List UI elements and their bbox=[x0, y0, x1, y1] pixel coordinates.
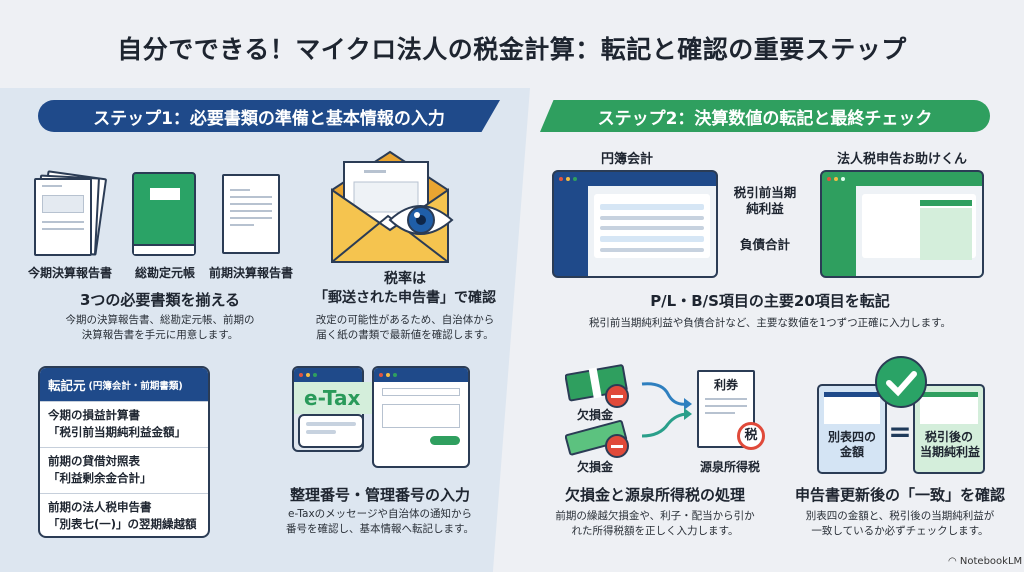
item-line: 前期の貸借対照表 bbox=[48, 454, 140, 468]
withholding-document-icon: 利券 bbox=[697, 370, 755, 448]
item-line: 「利益剰余金合計」 bbox=[48, 471, 152, 485]
desc-line: 今期の決算報告書、総勘定元帳、前期の bbox=[65, 314, 255, 326]
money-bill-icon bbox=[565, 420, 629, 458]
desc-line: 決算報告書を手元に用意します。 bbox=[81, 329, 239, 341]
field-line: 純利益 bbox=[746, 201, 784, 216]
doc-title: 利券 bbox=[713, 378, 738, 392]
heading-line: 「郵送された申告書」で確認 bbox=[314, 290, 496, 306]
doc-label: 前期決算報告書 bbox=[208, 266, 293, 280]
transfer-desc: 税引前当期純利益や負債合計など、主要な数値を1つずつ正確に入力します。 bbox=[588, 317, 952, 329]
footer-text: NotebookLM bbox=[959, 556, 1023, 567]
card-line: 当期純利益 bbox=[920, 445, 981, 459]
docs-heading: 3つの必要書類を揃える bbox=[80, 291, 240, 309]
arrow-icon bbox=[641, 382, 692, 438]
etax-label: e-Tax bbox=[294, 382, 374, 414]
tax-stamp-icon: 税 bbox=[737, 422, 765, 450]
card-line: 別表四の bbox=[827, 430, 876, 444]
desc-line: 別表四の金額と、税引後の当期純利益が bbox=[805, 510, 995, 522]
loss-label: 欠損金 bbox=[576, 460, 613, 474]
desc-line: 届く紙の書類で最新値を確認します。 bbox=[316, 329, 494, 341]
field-label: 負債合計 bbox=[739, 237, 790, 252]
number-heading: 整理番号・管理番号の入力 bbox=[289, 486, 470, 504]
app1-window bbox=[552, 170, 718, 278]
heading-line: 税率は bbox=[384, 271, 426, 287]
desc-line: e-Taxのメッセージや自治体の通知から bbox=[288, 508, 472, 520]
loss-heading: 欠損金と源泉所得税の処理 bbox=[564, 486, 745, 504]
source-box-subtitle: (円簿会計・前期書類) bbox=[88, 380, 183, 392]
envelope-eye-icon bbox=[331, 150, 454, 263]
desc-line: 一致しているか必ずチェックします。 bbox=[811, 525, 989, 537]
transfer-source-box: 転記元(円簿会計・前期書類) 今期の損益計算書「税引前当期純利益金額」 前期の貸… bbox=[38, 366, 210, 538]
desc-line: 改定の可能性があるため、自治体から bbox=[315, 314, 495, 326]
loss-label: 欠損金 bbox=[576, 408, 613, 422]
rate-desc: 改定の可能性があるため、自治体から届く紙の書類で最新値を確認します。 bbox=[290, 313, 520, 343]
docs-desc: 今期の決算報告書、総勘定元帳、前期の決算報告書を手元に用意します。 bbox=[40, 313, 280, 343]
doc-label: 今期決算報告書 bbox=[27, 266, 112, 280]
source-box-header: 転記元(円簿会計・前期書類) bbox=[40, 368, 208, 401]
step1-banner: ステップ1：必要書類の準備と基本情報の入力 bbox=[38, 100, 500, 132]
app1-label: 円簿会計 bbox=[600, 152, 653, 167]
field-line: 税引前当期 bbox=[733, 185, 797, 200]
card-line: 金額 bbox=[839, 445, 864, 459]
rate-heading: 税率は「郵送された申告書」で確認 bbox=[300, 270, 510, 308]
source-box-title: 転記元 bbox=[48, 378, 86, 393]
ledger-book-icon bbox=[132, 172, 196, 256]
page-title: 自分でできる！マイクロ法人の税金計算：転記と確認の重要ステップ bbox=[117, 35, 907, 64]
source-item: 前期の法人税申告書「別表七(一)」の翌期繰越額 bbox=[40, 493, 208, 536]
match-heading: 申告書更新後の「一致」を確認 bbox=[794, 486, 1005, 504]
app2-window bbox=[820, 170, 984, 278]
desc-line: れた所得税額を正しく入力します。 bbox=[571, 525, 739, 537]
withholding-label: 源泉所得税 bbox=[699, 460, 760, 474]
money-stack-icon bbox=[565, 364, 629, 408]
number-desc: e-Taxのメッセージや自治体の通知から番号を確認し、基本情報へ転記します。 bbox=[270, 507, 490, 537]
stacked-documents-icon bbox=[34, 170, 108, 256]
card-label: 別表四の金額 bbox=[824, 430, 880, 460]
card-label: 税引後の当期純利益 bbox=[920, 430, 981, 460]
desc-line: 番号を確認し、基本情報へ転記します。 bbox=[286, 523, 474, 535]
field-label: 税引前当期純利益 bbox=[725, 185, 805, 217]
match-desc: 別表四の金額と、税引後の当期純利益が一致しているか必ずチェックします。 bbox=[800, 509, 1000, 539]
schedule4-card: 別表四の金額 bbox=[817, 384, 887, 474]
item-line: 「税引前当期純利益金額」 bbox=[48, 425, 186, 439]
step2-banner: ステップ2：決算数値の転記と最終チェック bbox=[540, 100, 990, 132]
form-window bbox=[372, 366, 470, 468]
message-bubble bbox=[298, 414, 364, 448]
net-income-card: 税引後の当期純利益 bbox=[913, 384, 985, 474]
source-item: 前期の貸借対照表「利益剰余金合計」 bbox=[40, 447, 208, 493]
desc-line: 前期の繰越欠損金や、利子・配当から引か bbox=[555, 510, 755, 522]
doc-label: 総勘定元帳 bbox=[134, 266, 195, 280]
transfer-heading: P/L・B/S項目の主要20項目を転記 bbox=[650, 292, 890, 310]
item-line: 前期の法人税申告書 bbox=[48, 500, 152, 514]
equals-sign: = bbox=[888, 415, 912, 448]
card-line: 税引後の bbox=[924, 430, 973, 444]
loss-desc: 前期の繰越欠損金や、利子・配当から引かれた所得税額を正しく入力します。 bbox=[555, 509, 755, 539]
notebooklm-logo: ◠ NotebookLM bbox=[948, 556, 1023, 567]
item-line: 今期の損益計算書 bbox=[48, 408, 140, 422]
app2-label: 法人税申告お助けくん bbox=[836, 152, 967, 167]
source-item: 今期の損益計算書「税引前当期純利益金額」 bbox=[40, 401, 208, 447]
item-line: 「別表七(一)」の翌期繰越額 bbox=[48, 517, 197, 531]
document-icon bbox=[222, 174, 280, 254]
checkmark-icon bbox=[875, 356, 927, 408]
